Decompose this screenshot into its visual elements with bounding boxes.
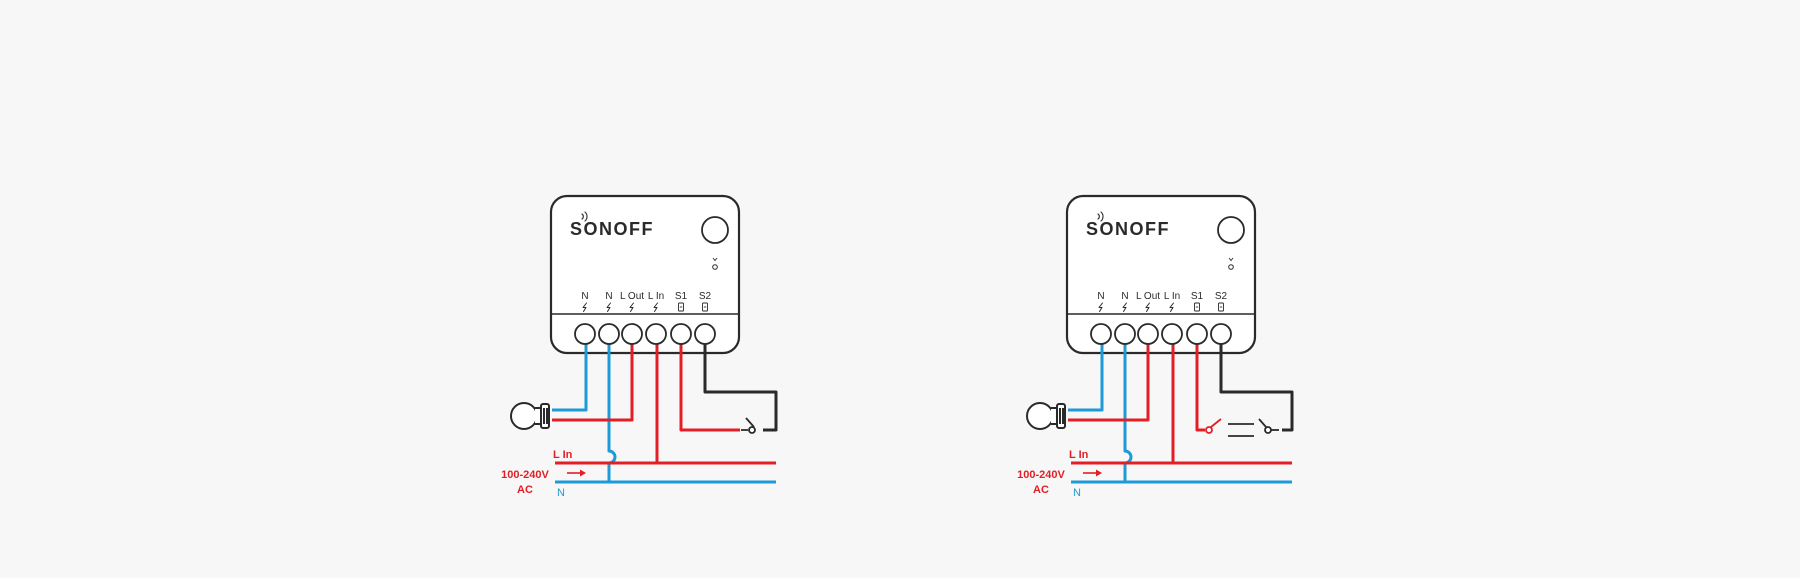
two-way-switch-icon bbox=[1205, 418, 1279, 437]
neutral-wire-load bbox=[552, 339, 588, 412]
brand-logo: SONOFF bbox=[1086, 219, 1170, 239]
terminal-label-n1: N bbox=[581, 291, 588, 302]
terminal-label-n2: N bbox=[605, 291, 612, 302]
brand-logo: SONOFF bbox=[570, 219, 654, 239]
current-arrow-icon bbox=[567, 469, 586, 477]
s1-wire bbox=[679, 339, 740, 432]
ac-label: AC bbox=[1033, 484, 1049, 496]
terminal-label-n1: N bbox=[1097, 291, 1104, 302]
lout-wire bbox=[552, 339, 634, 422]
neutral-wire-supply bbox=[607, 339, 617, 482]
led-indicator-icon bbox=[1228, 257, 1234, 270]
wifi-signal-icon bbox=[581, 211, 588, 222]
current-arrow-icon bbox=[1083, 469, 1102, 477]
terminal-screws bbox=[574, 323, 716, 345]
wires bbox=[552, 339, 778, 484]
pair-button bbox=[701, 216, 729, 244]
neutral-wire-load bbox=[1068, 339, 1104, 412]
ac-label: AC bbox=[517, 484, 533, 496]
terminal-label-s2: S2 bbox=[699, 291, 712, 302]
pair-button bbox=[1217, 216, 1245, 244]
terminal-label-s1: S1 bbox=[675, 291, 688, 302]
bulb-icon bbox=[1026, 402, 1066, 430]
terminal-label-lin: L In bbox=[1164, 291, 1180, 302]
wifi-signal-icon bbox=[1097, 211, 1104, 222]
terminal-label-lout: L Out bbox=[1136, 291, 1160, 302]
bulb-icon bbox=[510, 402, 550, 430]
terminal-label-s2: S2 bbox=[1215, 291, 1228, 302]
line-in-label: L In bbox=[1069, 449, 1089, 461]
diagram-two-way-switch: SONOFF N N L Out L In S1 S2 bbox=[1017, 194, 1294, 499]
lout-wire bbox=[1068, 339, 1150, 422]
neutral-label: N bbox=[1073, 487, 1081, 499]
neutral-wire-supply bbox=[1123, 339, 1133, 482]
led-indicator-icon bbox=[712, 257, 718, 270]
voltage-label: 100-240V bbox=[1017, 469, 1065, 481]
line-in-label: L In bbox=[553, 449, 573, 461]
terminal-label-lout: L Out bbox=[620, 291, 644, 302]
terminal-label-n2: N bbox=[1121, 291, 1128, 302]
neutral-label: N bbox=[557, 487, 565, 499]
s1-wire bbox=[1195, 339, 1205, 432]
terminal-screws bbox=[1090, 323, 1232, 345]
terminal-label-s1: S1 bbox=[1191, 291, 1204, 302]
s2-wire bbox=[1219, 339, 1294, 432]
wires bbox=[1068, 339, 1294, 484]
diagram-single-switch: SONOFF N N L Out L In S1 S2 bbox=[501, 194, 778, 499]
voltage-label: 100-240V bbox=[501, 469, 549, 481]
s2-wire bbox=[703, 339, 778, 432]
terminal-label-lin: L In bbox=[648, 291, 664, 302]
single-switch-icon bbox=[741, 417, 756, 434]
